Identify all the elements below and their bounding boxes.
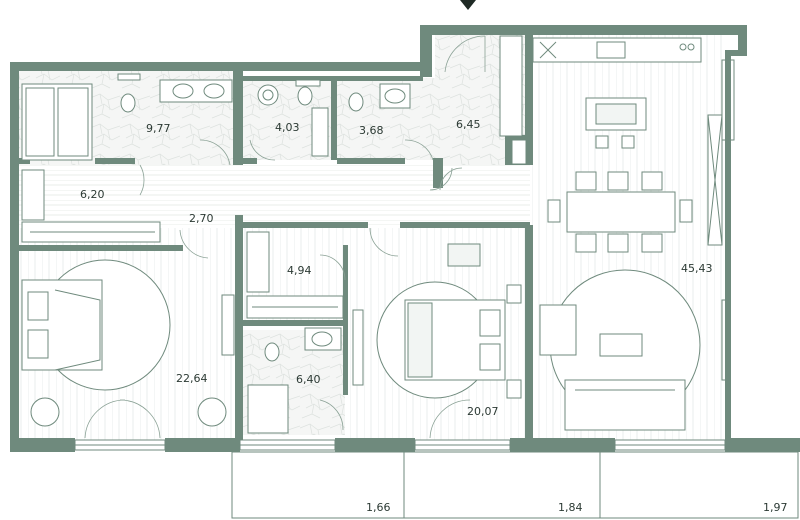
area-label-wardrobe-1: 6,20 — [80, 188, 105, 201]
furniture-shower-room — [247, 327, 344, 434]
area-label-wc: 3,68 — [359, 124, 384, 137]
area-label-bedroom-1: 22,64 — [176, 372, 208, 385]
area-labels: 9,77 4,03 3,68 6,45 6,20 2,70 4,94 22,64… — [80, 118, 788, 514]
area-label-balcony-2: 1,84 — [558, 501, 583, 514]
entrance-arrow-icon — [460, 0, 476, 10]
area-label-wardrobe-2: 4,94 — [287, 264, 312, 277]
balcony-3-outline — [599, 451, 799, 519]
furniture-wardrobe-1 — [21, 169, 161, 243]
furniture-kitchen-living — [429, 37, 723, 431]
windows — [74, 59, 735, 451]
area-label-shower-room: 6,40 — [296, 373, 321, 386]
area-label-corridor: 2,70 — [189, 212, 214, 225]
furniture-wc — [348, 83, 411, 112]
furniture-wardrobe-2 — [246, 231, 344, 319]
floor-corridor — [18, 165, 530, 225]
area-label-bathroom-main: 9,77 — [146, 122, 171, 135]
area-label-balcony-3: 1,97 — [763, 501, 788, 514]
furniture-bedroom-1 — [21, 229, 235, 439]
balconies — [231, 451, 799, 519]
furniture-bathroom-main — [21, 73, 233, 161]
area-label-entry-hall: 6,45 — [456, 118, 481, 131]
corridor-doors — [139, 139, 463, 281]
furniture-bathroom-small — [257, 79, 329, 157]
area-label-bedroom-2: 20,07 — [467, 405, 499, 418]
furniture-entry-hall — [444, 35, 527, 165]
walls — [10, 25, 800, 452]
furniture-bedroom-2 — [352, 243, 522, 439]
area-label-bathroom-small: 4,03 — [275, 121, 300, 134]
area-label-balcony-1: 1,66 — [366, 501, 391, 514]
area-label-kitchen-living: 45,43 — [681, 262, 713, 275]
